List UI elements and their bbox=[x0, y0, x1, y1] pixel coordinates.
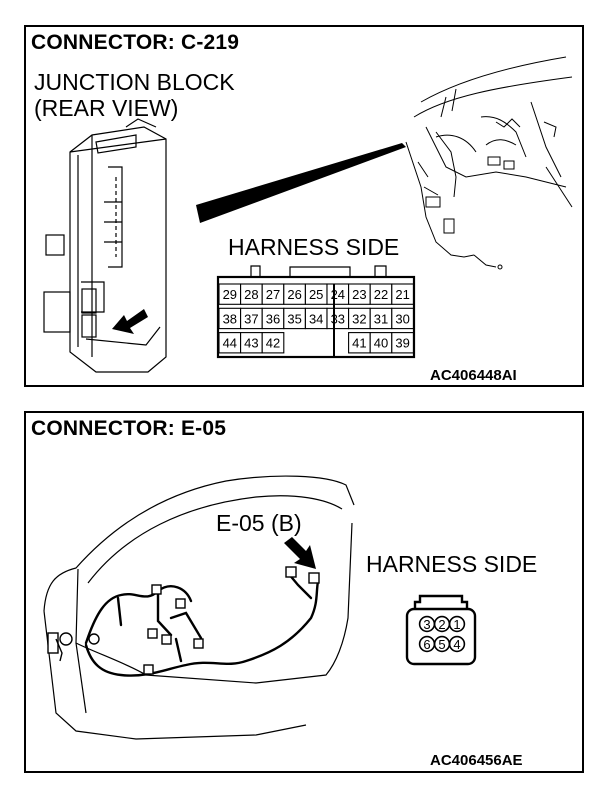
c219-pin-label: 33 bbox=[331, 311, 345, 326]
e05-harness-side-label: HARNESS SIDE bbox=[366, 551, 538, 577]
c219-pin-label: 31 bbox=[374, 311, 388, 326]
c219-pin-label: 34 bbox=[309, 311, 323, 326]
c219-pin-grid: 29 28 27 26 25 24 23 22 21 38 37 36 35 34 33 32 31 30 44 43… bbox=[218, 283, 414, 354]
c219-pin-label: 36 bbox=[266, 311, 280, 326]
c219-pin-label: 22 bbox=[374, 287, 388, 302]
c219-pin-label: 39 bbox=[395, 336, 409, 351]
c219-pin-label: 44 bbox=[223, 336, 237, 351]
c219-pin-label: 21 bbox=[395, 287, 409, 302]
c219-drawing: 29 28 27 26 25 24 23 22 21 38 37 36 35 34 33 32 31 30 44 43… bbox=[43, 56, 573, 373]
c219-pin-label: 41 bbox=[352, 336, 366, 351]
e05-pin-label: 3 bbox=[423, 617, 430, 632]
c219-pin-label: 29 bbox=[223, 287, 237, 302]
c219-pin-label: 26 bbox=[287, 287, 301, 302]
e05-figure-code: AC406456AE bbox=[430, 752, 523, 769]
c219-harness-side-label: HARNESS SIDE bbox=[228, 234, 400, 260]
connector-e05-panel: CONNECTOR: E-05 E-05 (B) HARNESS SIDE bbox=[24, 411, 584, 773]
c219-pin-label: 32 bbox=[352, 311, 366, 326]
c219-pin-cell bbox=[261, 332, 285, 354]
c219-pin-cell bbox=[391, 283, 414, 305]
e05-pin-label: 2 bbox=[438, 617, 445, 632]
e05-pin bbox=[448, 635, 466, 653]
e05-pin-label: 4 bbox=[453, 637, 460, 652]
c219-pin-label: 38 bbox=[223, 311, 237, 326]
e05-pin-label: 5 bbox=[438, 637, 445, 652]
c219-pin-label: 37 bbox=[244, 311, 258, 326]
pointer-wedge bbox=[196, 143, 406, 223]
connector-c219-panel: CONNECTOR: C-219 JUNCTION BLOCK (REAR VI… bbox=[24, 25, 584, 387]
c219-pin-label: 35 bbox=[287, 311, 301, 326]
c219-pin-cell bbox=[391, 332, 414, 354]
c219-pin-cell bbox=[391, 307, 414, 330]
c219-pin-label: 43 bbox=[244, 336, 258, 351]
e05-title: CONNECTOR: E-05 bbox=[31, 417, 227, 440]
door-wiring-harness bbox=[84, 571, 320, 677]
c219-figure-code: AC406448AI bbox=[430, 367, 517, 384]
c219-pin-label: 28 bbox=[244, 287, 258, 302]
c219-pin-label: 23 bbox=[352, 287, 366, 302]
junction-block-label: JUNCTION BLOCK bbox=[34, 69, 235, 95]
junction-block-illustration bbox=[43, 118, 167, 373]
door-connectors bbox=[47, 566, 320, 675]
e05-pin bbox=[448, 615, 466, 633]
c219-location-arrow bbox=[112, 309, 148, 334]
c219-pin-label: 42 bbox=[266, 336, 280, 351]
e05-pin-label: 1 bbox=[453, 617, 460, 632]
c219-pin-label: 27 bbox=[266, 287, 280, 302]
e05-location-arrow bbox=[284, 537, 316, 569]
c219-title: CONNECTOR: C-219 bbox=[31, 31, 240, 54]
c219-pin-label: 25 bbox=[309, 287, 323, 302]
dashboard-illustration bbox=[405, 56, 573, 270]
door-illustration bbox=[43, 475, 355, 740]
c219-pin-label: 24 bbox=[331, 287, 345, 302]
e05-pin-label: 6 bbox=[423, 637, 430, 652]
c219-pin-label: 30 bbox=[395, 311, 409, 326]
c219-pin-label: 40 bbox=[374, 336, 388, 351]
e05-pointer-label: E-05 (B) bbox=[216, 510, 302, 536]
rear-view-label: (REAR VIEW) bbox=[34, 95, 179, 121]
